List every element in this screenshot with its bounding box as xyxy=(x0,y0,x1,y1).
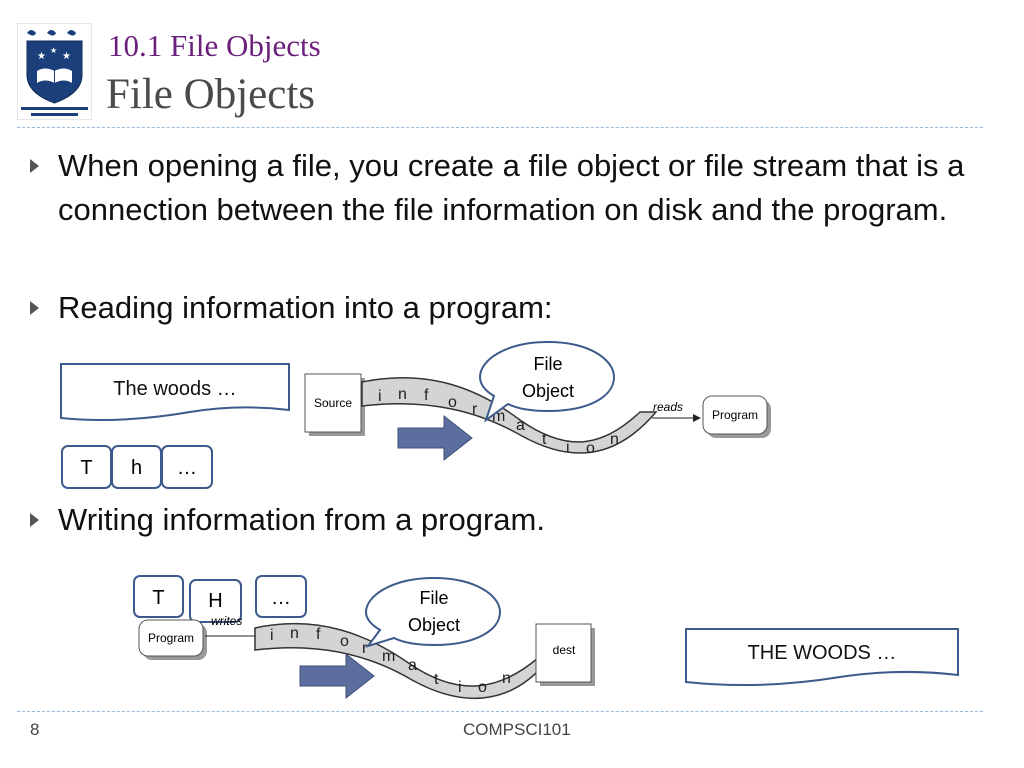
svg-text:★: ★ xyxy=(50,46,57,55)
svg-text:n: n xyxy=(398,386,407,403)
svg-text:i: i xyxy=(270,627,274,644)
bullet-arrow-icon xyxy=(30,513,39,527)
bubble-text-line2: Object xyxy=(408,615,460,635)
svg-text:★: ★ xyxy=(62,51,71,62)
char-box-text: h xyxy=(131,457,142,479)
dest-box xyxy=(535,623,592,683)
bubble-text-line1: File xyxy=(419,588,448,608)
char-box-text: T xyxy=(152,587,164,609)
bullet-text-writing: Writing information from a program. xyxy=(58,502,545,537)
svg-text:n: n xyxy=(610,431,619,448)
footer-divider xyxy=(17,711,983,712)
bullet-arrow-icon xyxy=(30,301,39,315)
writing-note-shape xyxy=(685,628,959,687)
program-box xyxy=(702,395,768,435)
char-box-text: H xyxy=(208,590,222,612)
svg-text:t: t xyxy=(434,671,439,688)
char-box xyxy=(133,575,184,618)
file-object-bubble xyxy=(364,576,502,648)
svg-text:o: o xyxy=(478,679,487,696)
dest-label: dest xyxy=(553,643,576,657)
reading-note-text: The woods … xyxy=(113,378,236,400)
bullet-text-file-object: When opening a file, you create a file o… xyxy=(58,148,965,227)
university-crest-logo: ★ ★ ★ xyxy=(17,23,92,120)
svg-text:r: r xyxy=(472,401,478,418)
stream-letters: i n f o r m a t i o n xyxy=(378,386,619,457)
bullet-arrow-icon xyxy=(30,159,39,173)
svg-text:m: m xyxy=(382,648,395,665)
svg-text:a: a xyxy=(516,417,525,434)
char-box xyxy=(255,575,307,618)
svg-text:n: n xyxy=(502,670,511,687)
svg-text:i: i xyxy=(378,388,382,405)
file-object-bubble xyxy=(478,340,616,423)
reading-diagram: The woods … T h … Source i n f o r m a t… xyxy=(60,340,771,489)
svg-text:a: a xyxy=(408,657,417,674)
writes-label: writes xyxy=(211,614,242,628)
svg-text:o: o xyxy=(340,633,349,650)
svg-text:f: f xyxy=(316,626,321,643)
stream-letters: i n f o r m a t i o n xyxy=(270,625,511,696)
svg-text:t: t xyxy=(542,431,547,448)
bubble-text-line2: Object xyxy=(522,381,574,401)
bullet-text-reading: Reading information into a program: xyxy=(58,290,553,325)
svg-text:o: o xyxy=(586,440,595,457)
char-box xyxy=(161,445,213,489)
bubble-text-line1: File xyxy=(533,354,562,374)
program-label: Program xyxy=(148,631,194,645)
slide-subtitle: 10.1 File Objects xyxy=(108,28,321,63)
char-box xyxy=(189,579,242,623)
course-label: COMPSCI101 xyxy=(463,720,571,739)
svg-text:r: r xyxy=(362,640,368,657)
header-divider xyxy=(17,127,983,128)
char-box-text: … xyxy=(271,587,291,609)
svg-text:f: f xyxy=(424,387,429,404)
program-box xyxy=(138,619,204,657)
svg-text:o: o xyxy=(448,394,457,411)
svg-text:i: i xyxy=(458,679,462,696)
svg-text:n: n xyxy=(290,625,299,642)
slide-title: File Objects xyxy=(106,71,315,118)
writing-diagram: T H … Program writes i n f o r m a t i o… xyxy=(133,575,959,700)
source-box xyxy=(304,373,362,433)
page-number: 8 xyxy=(30,720,40,739)
reading-note-shape xyxy=(60,363,290,421)
block-arrow-icon xyxy=(299,652,375,700)
svg-text:★: ★ xyxy=(37,51,46,62)
source-label: Source xyxy=(314,396,352,410)
svg-text:i: i xyxy=(566,439,570,456)
reads-label: reads xyxy=(653,400,683,414)
char-box-text: T xyxy=(80,457,92,479)
writing-note-text: THE WOODS … xyxy=(748,642,897,664)
information-stream-band xyxy=(361,376,658,454)
block-arrow-icon xyxy=(397,414,473,462)
program-label: Program xyxy=(712,408,758,422)
char-box-text: … xyxy=(177,457,197,479)
